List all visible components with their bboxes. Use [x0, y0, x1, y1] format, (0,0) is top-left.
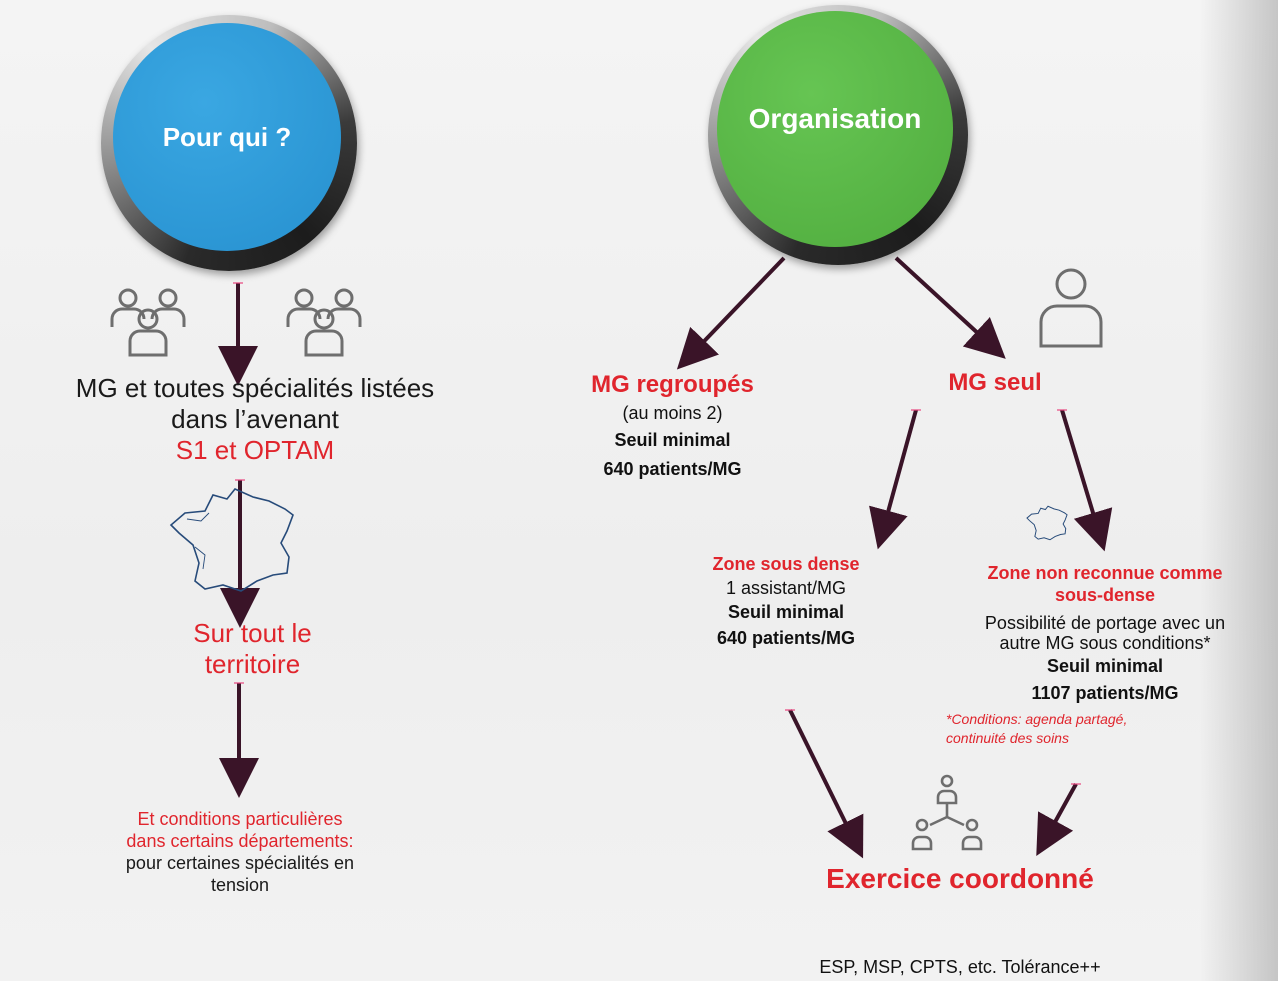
non-reconnue-title2: sous-dense [1054, 585, 1156, 605]
arrow-seul-to-nonreconnue [1060, 409, 1113, 552]
territoire-text: Sur tout le territoire [120, 618, 385, 680]
mg-specialites-text: MG et toutes spécialités listées dans l’… [20, 373, 490, 466]
conditions-note: *Conditions: agenda partagé, continuité … [946, 710, 1206, 748]
group-icon [110, 288, 186, 357]
group-icon [286, 288, 362, 357]
cond-line4: tension [210, 875, 270, 895]
mg-regroupes-seuil: Seuil minimal [614, 430, 731, 450]
mg-regroupes-title: MG regroupés [591, 371, 754, 398]
organisation-circle: Organisation [717, 11, 953, 247]
footer-text: ESP, MSP, CPTS, etc. Tolérance++ [819, 957, 1101, 977]
mg-regroupes-sub: (au moins 2) [622, 403, 723, 423]
non-reconnue-title1: Zone non reconnue comme [987, 563, 1223, 583]
france-map-icon [169, 488, 294, 592]
mg-regroupes-block: MG regroupés (au moins 2) Seuil minimal … [540, 370, 805, 484]
non-reconnue-seuil: Seuil minimal [1046, 656, 1164, 676]
network-icon [911, 774, 983, 851]
sous-dense-sub: 1 assistant/MG [725, 578, 847, 598]
cond-line2: dans certains départements: [126, 831, 354, 851]
pour-qui-circle: Pour qui ? [113, 23, 341, 251]
sous-dense-patients: 640 patients/MG [716, 628, 856, 648]
territoire-line1: Sur tout le [193, 618, 312, 648]
mg-line2: dans l’avenant [171, 404, 339, 434]
france-map-icon [1026, 505, 1068, 541]
cond-line1: Et conditions particulières [137, 809, 343, 829]
cond-line3: pour certaines spécialités en [125, 853, 355, 873]
zone-non-reconnue-block: Zone non reconnue comme sous-dense Possi… [940, 562, 1270, 706]
mg-seul-title: MG seul [948, 369, 1042, 396]
arrow-org-to-seul [894, 256, 1006, 359]
note-line1: *Conditions: agenda partagé, [946, 711, 1128, 727]
sous-dense-title: Zone sous dense [712, 554, 860, 574]
organisation-label: Organisation [748, 103, 922, 134]
non-reconnue-patients: 1107 patients/MG [1031, 683, 1179, 703]
territoire-line2: territoire [204, 649, 301, 679]
mg-regroupes-patients: 640 patients/MG [603, 459, 742, 479]
sous-dense-seuil: Seuil minimal [727, 602, 845, 622]
arrow-seul-to-sousdense [869, 409, 918, 550]
conditions-text: Et conditions particulières dans certain… [80, 808, 400, 896]
note-line2: continuité des soins [946, 730, 1069, 746]
arrow-org-to-regroupes [676, 256, 786, 370]
person-icon [1039, 268, 1103, 348]
arrow-sousdense-to-coordonne [788, 709, 864, 859]
zone-sous-dense-block: Zone sous dense 1 assistant/MG Seuil min… [670, 552, 902, 653]
arrow-nonreconnue-to-coordonne [1036, 783, 1078, 857]
s1-optam: S1 et OPTAM [175, 435, 335, 465]
non-reconnue-line2: autre MG sous conditions* [999, 633, 1211, 653]
exercice-coordonne-title: Exercice coordonné [826, 863, 1094, 894]
mg-line1: MG et toutes spécialités listées [75, 373, 435, 403]
pour-qui-label: Pour qui ? [162, 121, 292, 152]
non-reconnue-line1: Possibilité de portage avec un [984, 613, 1226, 633]
